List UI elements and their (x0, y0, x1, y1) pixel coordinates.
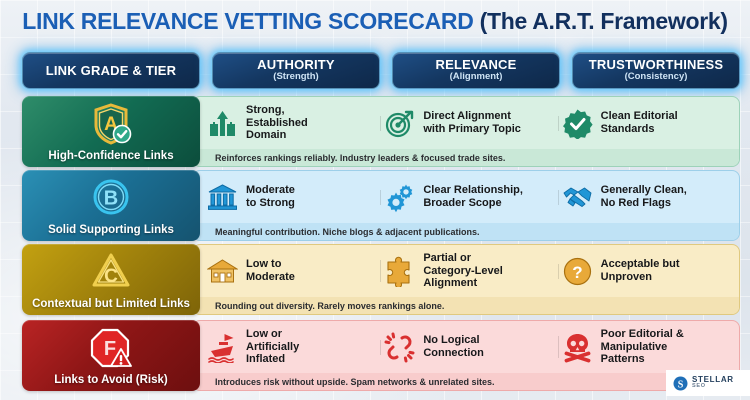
broken-chain-icon (384, 332, 415, 363)
shield-check-a-icon: A (89, 102, 133, 146)
column-header-link-grade-tier[interactable]: LINK GRADE & TIER (22, 52, 200, 89)
criteria-cell-trust-a: Clean Editorial Standards (557, 108, 739, 139)
criteria-cell-authority-b: Moderate to Strong (207, 182, 384, 213)
criteria-cell-trust-c: ? Acceptable but Unproven (557, 256, 739, 287)
criteria-cells-b: Moderate to Strong Clear R (193, 171, 739, 223)
grade-label-panel-c[interactable]: C Contextual but Limited Links (22, 244, 200, 315)
column-header-subtitle: (Alignment) (449, 70, 503, 82)
criteria-cell-relevance-f: No Logical Connection (380, 332, 561, 363)
page-title-main: LINK RELEVANCE VETTING SCORECARD (22, 8, 480, 34)
column-header-title: TRUSTWORTHINESS (588, 57, 724, 73)
verified-check-icon (562, 108, 593, 139)
grade-row-a: A High-Confidence Links (22, 96, 740, 167)
column-header-title: RELEVANCE (435, 57, 517, 73)
criteria-cell-trust-b: Generally Clean, No Red Flags (557, 182, 739, 213)
logo-line-2: SEO (692, 383, 706, 390)
criteria-cells-c: Low to Moderate Partial or Category-Leve… (193, 245, 739, 297)
grade-row-f: F Links to Avoid (Risk) (22, 320, 740, 391)
criteria-cells-a: Strong, Established Domain (193, 97, 739, 149)
column-header-trustworthiness[interactable]: TRUSTWORTHINESS (Consistency) (572, 52, 740, 89)
column-header-title: AUTHORITY (257, 57, 335, 73)
criteria-cell-relevance-c: Partial or Category-Level Alignment (380, 251, 561, 290)
criteria-text: Direct Alignment with Primary Topic (423, 110, 521, 135)
grade-row-b: B Solid Supporting Links (22, 170, 740, 241)
svg-text:C: C (104, 266, 118, 287)
criteria-cell-trust-f: Poor Editorial & Manipulative Patterns (557, 327, 739, 366)
criteria-cell-authority-f: Low or Artificially Inflated (207, 328, 384, 366)
criteria-text: Poor Editorial & Manipulative Patterns (600, 327, 684, 366)
house-icon (207, 256, 238, 287)
svg-text:B: B (104, 188, 118, 210)
criteria-text: Generally Clean, No Red Flags (600, 184, 687, 209)
stellar-s-icon: S (673, 376, 688, 391)
criteria-cell-relevance-a: Direct Alignment with Primary Topic (380, 108, 561, 139)
bank-building-icon (207, 182, 238, 213)
page-title-parenthetical: (The A.R.T. Framework) (479, 8, 728, 34)
page-title: LINK RELEVANCE VETTING SCORECARD (The A.… (0, 8, 750, 35)
column-header-row: LINK GRADE & TIER AUTHORITY (Strength) R… (22, 52, 740, 89)
svg-text:F: F (104, 338, 116, 360)
column-header-authority[interactable]: AUTHORITY (Strength) (212, 52, 380, 89)
grade-label-panel-b[interactable]: B Solid Supporting Links (22, 170, 200, 241)
triangle-c-icon: C (89, 250, 133, 294)
svg-text:?: ? (572, 263, 582, 282)
criteria-text: Partial or Category-Level Alignment (423, 251, 503, 290)
criteria-cell-authority-a: Strong, Established Domain (207, 104, 384, 142)
criteria-text: Acceptable but Unproven (600, 258, 680, 283)
sinking-ship-icon (207, 332, 238, 363)
criteria-text: Clear Relationship, Broader Scope (423, 184, 523, 209)
column-header-title: LINK GRADE & TIER (45, 62, 177, 78)
grade-label-panel-f[interactable]: F Links to Avoid (Risk) (22, 320, 200, 391)
stellar-seo-logo[interactable]: S STELLAR SEO (666, 370, 750, 396)
column-header-relevance[interactable]: RELEVANCE (Alignment) (392, 52, 560, 89)
criteria-text: Moderate to Strong (246, 184, 295, 209)
criteria-cells-f: Low or Artificially Inflated (193, 321, 739, 373)
criteria-cell-authority-c: Low to Moderate (207, 256, 384, 287)
question-circle-icon: ? (562, 256, 593, 287)
skull-crossbones-icon (562, 332, 593, 363)
criteria-text: Low to Moderate (246, 258, 295, 283)
grade-label-text-b: Solid Supporting Links (48, 224, 174, 236)
fortress-arrow-icon (207, 108, 238, 139)
grade-content-panel-a: Strong, Established Domain (192, 96, 740, 167)
column-header-subtitle: (Consistency) (624, 70, 688, 82)
svg-text:S: S (678, 379, 684, 390)
stop-sign-f-warning-icon: F (89, 326, 133, 370)
grade-row-c: C Contextual but Limited Links (22, 244, 740, 315)
circle-b-icon: B (89, 176, 133, 220)
handshake-icon (562, 182, 593, 213)
criteria-cell-relevance-b: Clear Relationship, Broader Scope (380, 182, 561, 213)
row-note-f: Introduces risk without upside. Spam net… (193, 373, 739, 390)
criteria-text: Clean Editorial Standards (600, 110, 678, 135)
criteria-text: Strong, Established Domain (246, 103, 308, 142)
grade-content-panel-b: Moderate to Strong Clear R (192, 170, 740, 241)
row-note-a: Reinforces rankings reliably. Industry l… (193, 149, 739, 166)
puzzle-piece-icon (384, 256, 415, 287)
grade-content-panel-f: Low or Artificially Inflated (192, 320, 740, 391)
gears-icon (384, 182, 415, 213)
column-header-subtitle: (Strength) (273, 70, 319, 82)
grade-label-text-a: High-Confidence Links (48, 150, 174, 162)
criteria-text: No Logical Connection (423, 334, 484, 359)
grade-content-panel-c: Low to Moderate Partial or Category-Leve… (192, 244, 740, 315)
logo-wordmark: STELLAR SEO (692, 376, 734, 390)
target-arrow-icon (384, 108, 415, 139)
grade-label-text-c: Contextual but Limited Links (32, 298, 190, 310)
criteria-text: Low or Artificially Inflated (246, 327, 300, 366)
row-note-c: Rounding out diversity. Rarely moves ran… (193, 297, 739, 314)
row-note-b: Meaningful contribution. Niche blogs & a… (193, 223, 739, 240)
grade-label-text-f: Links to Avoid (Risk) (54, 374, 168, 386)
grade-label-panel-a[interactable]: A High-Confidence Links (22, 96, 200, 167)
